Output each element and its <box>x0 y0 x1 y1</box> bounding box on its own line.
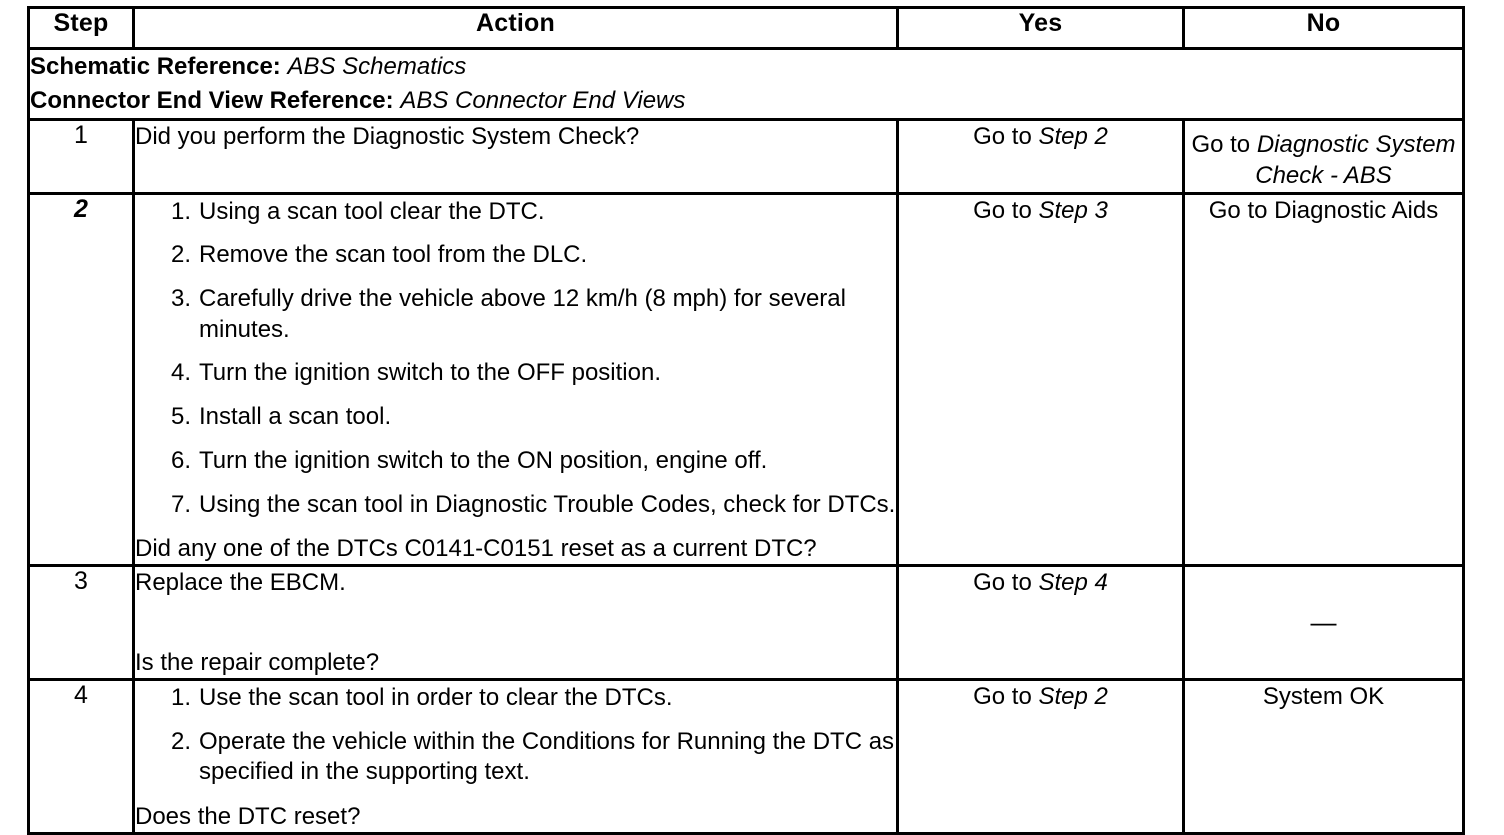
column-header-yes: Yes <box>896 6 1185 50</box>
reference-line: Connector End View Reference: ABS Connec… <box>30 84 1462 118</box>
action-step-number: 1. <box>170 197 191 225</box>
cell-step-number: 1 <box>27 118 135 195</box>
action-step-text: Turn the ignition switch to the OFF posi… <box>199 359 661 387</box>
action-lead-text: Did you perform the Diagnostic System Ch… <box>135 123 640 151</box>
cell-no-answer[interactable]: Go to Diagnostic Aids <box>1182 191 1465 568</box>
action-step-number: 5. <box>170 403 191 431</box>
answer-prefix: Go to <box>973 196 1039 224</box>
cell-step-number: 4 <box>27 677 135 835</box>
reference-line: Schematic Reference: ABS Schematics <box>30 50 1462 84</box>
action-step-text: Using the scan tool in Diagnostic Troubl… <box>199 490 896 518</box>
answer-target-link[interactable]: Step 4 <box>1038 569 1108 597</box>
action-step-number: 3. <box>170 284 191 312</box>
action-step-text: Carefully drive the vehicle above 12 km/… <box>199 284 846 343</box>
action-question-text: Is the repair complete? <box>135 648 380 676</box>
action-question-text: Did any one of the DTCs C0141-C0151 rese… <box>135 535 817 563</box>
action-question-text: Does the DTC reset? <box>135 803 361 830</box>
em-dash: — <box>1310 606 1337 637</box>
reference-value[interactable]: ABS Schematics <box>287 53 467 80</box>
cell-action: Replace the EBCM. Is the repair complete? <box>132 564 899 681</box>
action-step-item: 1. Use the scan tool in order to clear th… <box>157 683 896 714</box>
answer-prefix: System OK <box>1262 682 1385 710</box>
action-step-text: Install a scan tool. <box>199 403 392 431</box>
action-step-item: 2. Operate the vehicle within the Conditi… <box>157 727 896 788</box>
cell-yes-answer[interactable]: Go to Step 4 <box>896 564 1185 681</box>
action-lead-text: Replace the EBCM. <box>135 569 346 597</box>
action-step-item: 5. Install a scan tool. <box>157 402 896 433</box>
action-step-list: 1. Using a scan tool clear the DTC. 2. Remo… <box>135 197 896 521</box>
answer-target-link[interactable]: Diagnostic System Check - ABS <box>1255 131 1456 190</box>
document-page: Step Action Yes No Schematic Reference: … <box>27 6 1465 835</box>
table-row: 4 1. Use the scan tool in order to clear t… <box>27 677 1465 835</box>
action-step-item: 3. Carefully drive the vehicle above 12 k… <box>157 284 896 345</box>
column-header-action: Action <box>132 6 899 50</box>
cell-step-number: 3 <box>27 564 135 681</box>
action-step-text: Using a scan tool clear the DTC. <box>199 197 545 225</box>
cell-no-answer[interactable]: — <box>1182 564 1465 681</box>
action-step-number: 7. <box>170 490 191 518</box>
column-header-no: No <box>1182 6 1465 50</box>
action-step-number: 2. <box>170 241 191 269</box>
answer-prefix: Go to <box>973 123 1039 151</box>
diagnostic-procedure-table: Step Action Yes No Schematic Reference: … <box>27 6 1465 835</box>
action-step-text: Operate the vehicle within the Condition… <box>199 727 895 786</box>
answer-prefix: Go to <box>1191 131 1257 159</box>
answer-prefix: Go to <box>973 569 1039 597</box>
action-step-text: Use the scan tool in order to clear the … <box>199 683 673 711</box>
action-step-item: 1. Using a scan tool clear the DTC. <box>157 197 896 228</box>
answer-prefix: Go to <box>973 682 1039 710</box>
action-step-list: 1. Use the scan tool in order to clear th… <box>135 683 896 788</box>
action-step-text: Remove the scan tool from the DLC. <box>199 241 588 269</box>
cell-no-answer[interactable]: Go to Diagnostic System Check - ABS <box>1182 118 1465 195</box>
answer-target-link[interactable]: Step 3 <box>1038 196 1108 224</box>
action-step-item: 6. Turn the ignition switch to the ON pos… <box>157 446 896 477</box>
cell-no-answer[interactable]: System OK <box>1182 677 1465 835</box>
action-step-text: Turn the ignition switch to the ON posit… <box>199 446 768 474</box>
answer-target-link[interactable]: Step 2 <box>1038 123 1108 151</box>
action-step-number: 6. <box>170 446 191 474</box>
answer-target-link[interactable]: Step 2 <box>1038 682 1108 710</box>
action-step-item: 7. Using the scan tool in Diagnostic Trou… <box>157 490 896 521</box>
action-step-number: 2. <box>170 727 191 755</box>
reference-value[interactable]: ABS Connector End Views <box>400 87 686 115</box>
reference-label: Connector End View Reference: <box>30 87 394 115</box>
cell-yes-answer[interactable]: Go to Step 3 <box>896 191 1185 568</box>
reference-label: Schematic Reference: <box>30 53 281 80</box>
action-step-number: 1. <box>170 683 191 711</box>
table-header: Step Action Yes No <box>27 6 1465 50</box>
table-row: 2 1. Using a scan tool clear the DTC. 2. Rem… <box>27 191 1465 568</box>
cell-action: 1. Use the scan tool in order to clear th… <box>132 677 899 835</box>
column-header-step: Step <box>27 6 135 50</box>
cell-action: Did you perform the Diagnostic System Ch… <box>132 118 899 195</box>
table-header-row: Step Action Yes No <box>27 6 1465 50</box>
cell-step-number: 2 <box>27 191 135 568</box>
action-step-item: 2. Remove the scan tool from the DLC. <box>157 240 896 271</box>
cell-action: 1. Using a scan tool clear the DTC. 2. Remo… <box>132 191 899 568</box>
action-step-item: 4. Turn the ignition switch to the OFF po… <box>157 358 896 389</box>
cell-yes-answer[interactable]: Go to Step 2 <box>896 677 1185 835</box>
answer-prefix: Go to Diagnostic Aids <box>1208 196 1439 224</box>
action-step-number: 4. <box>170 359 191 387</box>
cell-yes-answer[interactable]: Go to Step 2 <box>896 118 1185 195</box>
